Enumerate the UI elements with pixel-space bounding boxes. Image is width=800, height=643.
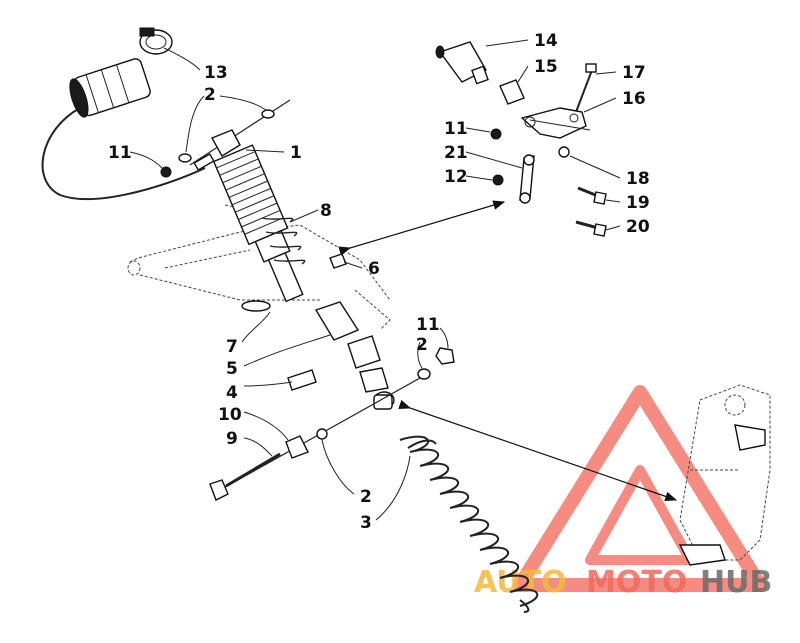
shock-reservoir xyxy=(41,27,206,200)
callout-1: 1 xyxy=(290,143,302,163)
callout-11-mid: 11 xyxy=(416,315,440,335)
callout-9: 9 xyxy=(226,429,238,449)
callout-21: 21 xyxy=(444,143,468,163)
shock-absorber xyxy=(189,99,389,393)
callout-2-upper: 2 xyxy=(204,85,216,105)
frame-bracket-outline xyxy=(678,384,771,566)
callout-15: 15 xyxy=(534,57,558,77)
callout-6: 6 xyxy=(368,259,380,279)
callout-20: 20 xyxy=(626,217,650,237)
watermark-hub: HUB xyxy=(700,565,772,600)
callout-12: 12 xyxy=(444,167,468,187)
callout-10: 10 xyxy=(218,405,242,425)
watermark-logo: AUTO MOTO HUB xyxy=(474,385,772,600)
hardware-left xyxy=(160,109,275,178)
watermark-moto: MOTO xyxy=(586,565,687,600)
callout-5: 5 xyxy=(226,359,238,379)
watermark-auto: AUTO xyxy=(474,565,567,600)
callout-18: 18 xyxy=(626,169,650,189)
callout-17: 17 xyxy=(622,63,646,83)
callout-11-left: 11 xyxy=(108,143,132,163)
callout-4: 4 xyxy=(226,383,238,403)
callout-2-lower: 2 xyxy=(360,487,372,507)
suspension-arm-outline xyxy=(127,204,391,331)
callout-13: 13 xyxy=(204,63,228,83)
callout-2-mid: 2 xyxy=(416,335,428,355)
linkage-assembly xyxy=(435,41,607,237)
callout-3: 3 xyxy=(360,513,372,533)
callout-19: 19 xyxy=(626,193,650,213)
callout-leaders xyxy=(129,39,621,521)
callout-7: 7 xyxy=(226,337,238,357)
assembly-arrows xyxy=(338,200,678,502)
callout-16: 16 xyxy=(622,89,646,109)
lower-mount-hardware xyxy=(209,347,455,501)
callout-14: 14 xyxy=(534,31,558,51)
callout-11-right: 11 xyxy=(444,119,468,139)
callout-labels: 1 2 11 13 8 6 7 5 4 10 9 2 3 2 11 14 15 … xyxy=(108,31,650,533)
callout-8: 8 xyxy=(320,201,332,221)
